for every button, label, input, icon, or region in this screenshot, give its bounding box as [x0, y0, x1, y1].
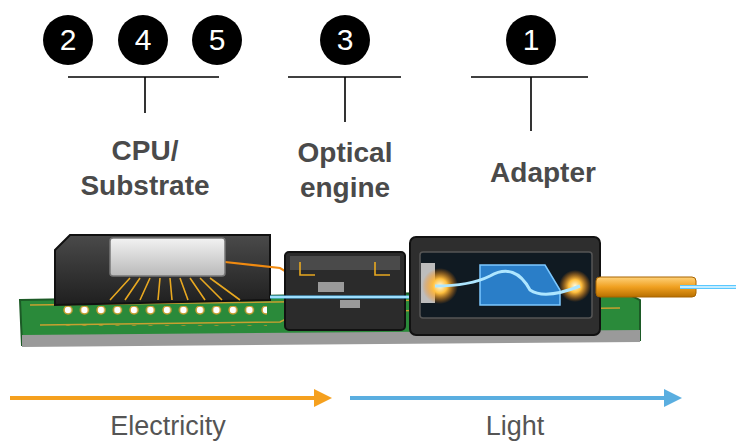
callout-number: 3: [320, 15, 370, 65]
part-name: CPU/ Substrate: [70, 133, 220, 203]
flow-label: Light: [486, 410, 545, 442]
bracket: [68, 77, 588, 131]
callout-number: 4: [118, 15, 168, 65]
callout-number: 2: [43, 15, 93, 65]
callout-number: 1: [506, 15, 556, 65]
flow-label: Electricity: [110, 410, 226, 442]
callout-number: 5: [192, 15, 242, 65]
flow-arrow: [10, 389, 682, 407]
part-name: Adapter: [490, 155, 596, 190]
part-name: Optical engine: [275, 135, 415, 205]
